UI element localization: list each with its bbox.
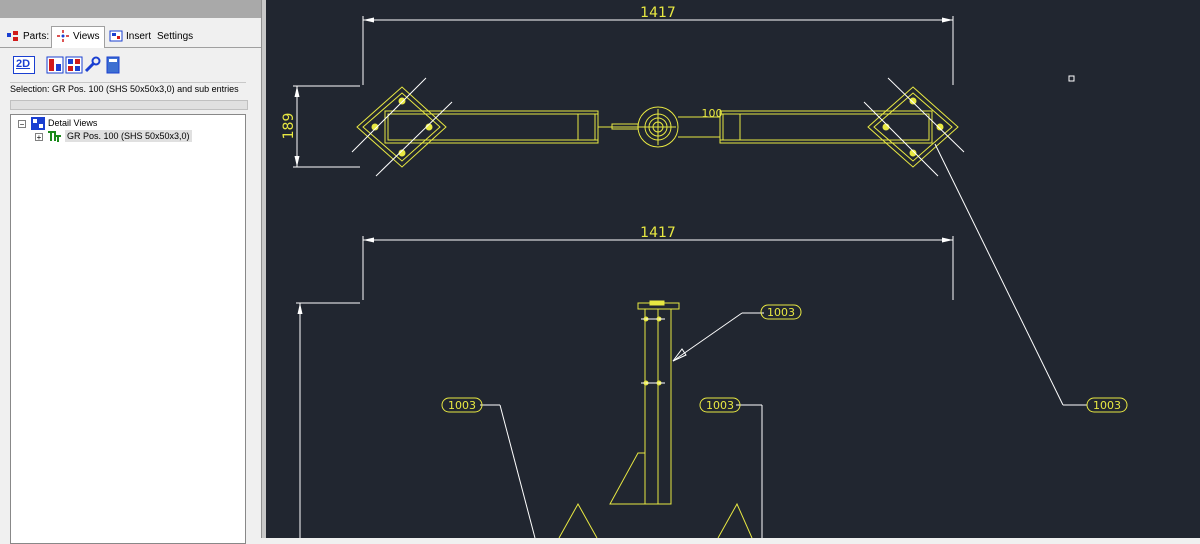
tree-child-label[interactable]: GR Pos. 100 (SHS 50x50x3,0) xyxy=(65,130,192,142)
leader-arrow xyxy=(672,348,687,362)
leader-lines xyxy=(480,143,1087,538)
tab-insert[interactable]: Insert xyxy=(105,27,155,46)
detail-views-tree[interactable]: − Detail Views + GR Pos. 100 (SHS 50x50x… xyxy=(10,114,246,544)
panel-splitter[interactable] xyxy=(261,0,266,538)
position-balloon[interactable]: 1003 xyxy=(1086,397,1128,413)
centerline-crosses xyxy=(351,77,965,384)
insert-icon xyxy=(109,30,123,42)
svg-text:1003: 1003 xyxy=(767,306,795,319)
position-balloon[interactable]: 1003 xyxy=(441,397,483,413)
progress-bar xyxy=(10,100,248,110)
second-width-dim-text: 1417 xyxy=(640,225,676,241)
svg-text:1003: 1003 xyxy=(1093,399,1121,412)
part-node-icon xyxy=(47,130,63,148)
tab-settings[interactable]: Settings xyxy=(153,27,197,46)
panel-titlebar xyxy=(0,0,261,18)
grip-square[interactable] xyxy=(1068,75,1075,82)
wrench-icon[interactable] xyxy=(83,56,103,74)
sheet-icon[interactable] xyxy=(104,56,124,74)
top-view-geometry[interactable] xyxy=(356,86,959,168)
tab-settings-label: Settings xyxy=(157,31,194,42)
tree-collapse-toggle[interactable]: − xyxy=(18,120,26,129)
lower-height-dimension[interactable] xyxy=(296,302,360,538)
position-balloon[interactable]: 1003 xyxy=(699,397,741,413)
drawing-canvas[interactable]: 1417 189 xyxy=(266,0,1200,538)
parts-icon xyxy=(6,30,20,42)
selection-text: Selection: GR Pos. 100 (SHS 50x50x3,0) a… xyxy=(10,82,246,96)
tree-root-label[interactable]: Detail Views xyxy=(48,118,98,128)
svg-text:1003: 1003 xyxy=(448,399,476,412)
tab-views-label: Views xyxy=(73,31,100,42)
tab-parts[interactable]: Parts: xyxy=(2,27,53,46)
side-view-geometry[interactable] xyxy=(558,300,753,538)
beam-pos-label: 100 xyxy=(702,107,723,120)
top-width-dimension[interactable]: 1417 xyxy=(362,5,954,85)
2d-view-button[interactable]: 2D xyxy=(13,56,35,74)
tab-views[interactable]: Views xyxy=(51,26,105,48)
second-width-dimension[interactable]: 1417 xyxy=(362,225,954,300)
top-width-dim-text: 1417 xyxy=(640,5,676,21)
tab-parts-label: Parts: xyxy=(23,31,50,42)
height-dimension[interactable]: 189 xyxy=(281,85,360,168)
detail-view-icon[interactable] xyxy=(65,56,85,74)
tab-insert-label: Insert xyxy=(126,31,152,42)
detail-views-icon xyxy=(31,117,45,135)
drawing-svg: 1417 189 xyxy=(281,5,1128,538)
left-panel: Parts: Views Insert Settings 2D xyxy=(0,0,261,544)
position-balloon[interactable]: 1003 xyxy=(760,304,802,320)
views-icon xyxy=(56,30,70,43)
tree-expand-toggle[interactable]: + xyxy=(35,133,43,142)
view-layout-icon[interactable] xyxy=(46,56,66,74)
svg-text:1003: 1003 xyxy=(706,399,734,412)
panel-tabs: Parts: Views Insert Settings xyxy=(0,26,261,48)
height-dim-text: 189 xyxy=(281,113,297,140)
